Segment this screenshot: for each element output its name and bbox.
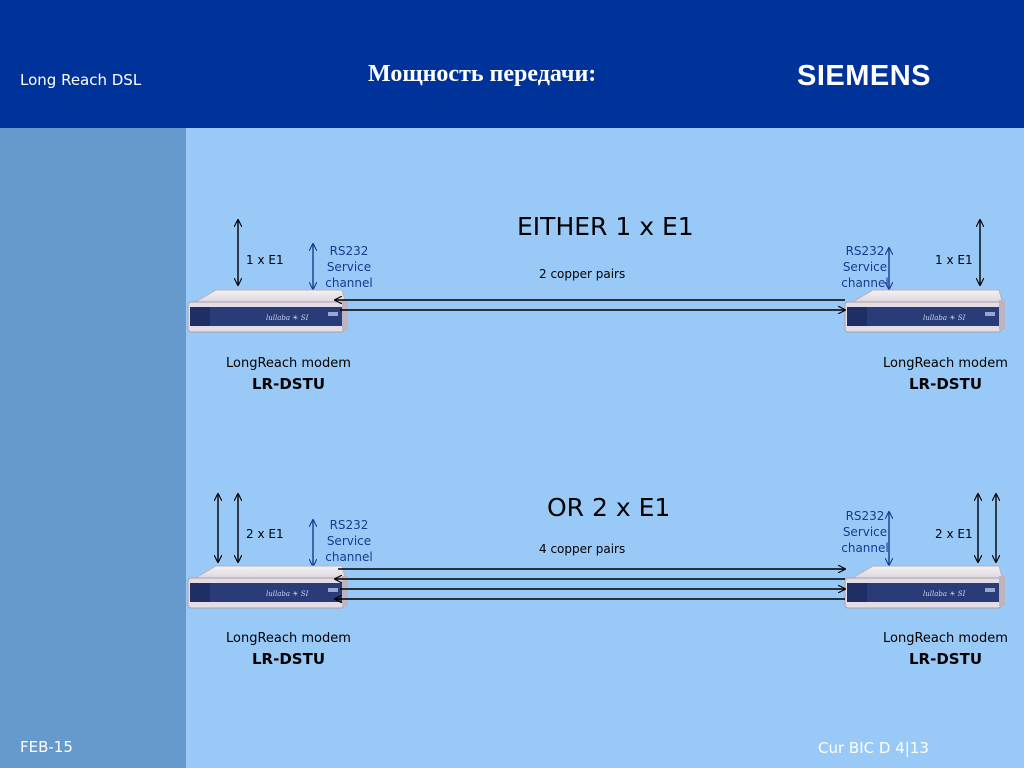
modem-device-icon xyxy=(187,289,349,333)
footer-date: FEB-15 xyxy=(20,738,73,756)
modem-label-right-2: LongReach modem xyxy=(883,631,1008,646)
rs232-line2: Service xyxy=(326,260,372,274)
footer-page: Cur BIC D 4|13 xyxy=(818,739,929,757)
rs232-line3: channel xyxy=(841,276,889,290)
modem-model-left: LR-DSTU xyxy=(252,375,326,393)
rs232-line2: Service xyxy=(326,534,372,548)
rs232-label-left-2: RS232 Service channel xyxy=(318,517,380,565)
e1-label-left-2: 2 x E1 xyxy=(246,527,284,541)
rs232-line1: RS232 xyxy=(329,244,369,258)
rs232-line2: Service xyxy=(842,525,888,539)
siemens-logo: SIEMENS xyxy=(797,60,932,92)
e1-label-left: 1 x E1 xyxy=(246,253,284,267)
scenario2-heading: OR 2 x E1 xyxy=(547,493,671,522)
modem-device-icon xyxy=(844,289,1006,333)
rs232-line3: channel xyxy=(325,276,373,290)
rs232-line1: RS232 xyxy=(845,244,885,258)
scenario1-group xyxy=(187,220,1006,333)
rs232-line2: Service xyxy=(842,260,888,274)
scenario1-heading: EITHER 1 x E1 xyxy=(517,212,694,241)
e1-label-right-2: 2 x E1 xyxy=(935,527,973,541)
page-title: Мощность передачи: xyxy=(368,61,597,87)
section-title: Long Reach DSL xyxy=(20,71,142,89)
rs232-line1: RS232 xyxy=(329,518,369,532)
e1-label-right: 1 x E1 xyxy=(935,253,973,267)
rs232-line3: channel xyxy=(325,550,373,564)
modem-model-right: LR-DSTU xyxy=(909,375,983,393)
left-sidebar xyxy=(0,128,186,768)
modem-model-right-2: LR-DSTU xyxy=(909,650,983,668)
modem-label-right: LongReach modem xyxy=(883,356,1008,371)
rs232-label-left: RS232 Service channel xyxy=(318,243,380,291)
modem-label-left-2: LongReach modem xyxy=(226,631,351,646)
scenario2-group xyxy=(187,494,1006,609)
modem-device-icon xyxy=(187,565,349,609)
rs232-line3: channel xyxy=(841,541,889,555)
rs232-line1: RS232 xyxy=(845,509,885,523)
scenario2-pairs: 4 copper pairs xyxy=(539,542,626,556)
modem-device-icon xyxy=(844,565,1006,609)
rs232-label-right-2: RS232 Service channel xyxy=(834,508,896,556)
header-bar: Long Reach DSL Мощность передачи: SIEMEN… xyxy=(0,0,1024,128)
scenario1-pairs: 2 copper pairs xyxy=(539,267,626,281)
rs232-label-right: RS232 Service channel xyxy=(834,243,896,291)
modem-label-left: LongReach modem xyxy=(226,356,351,371)
modem-model-left-2: LR-DSTU xyxy=(252,650,326,668)
